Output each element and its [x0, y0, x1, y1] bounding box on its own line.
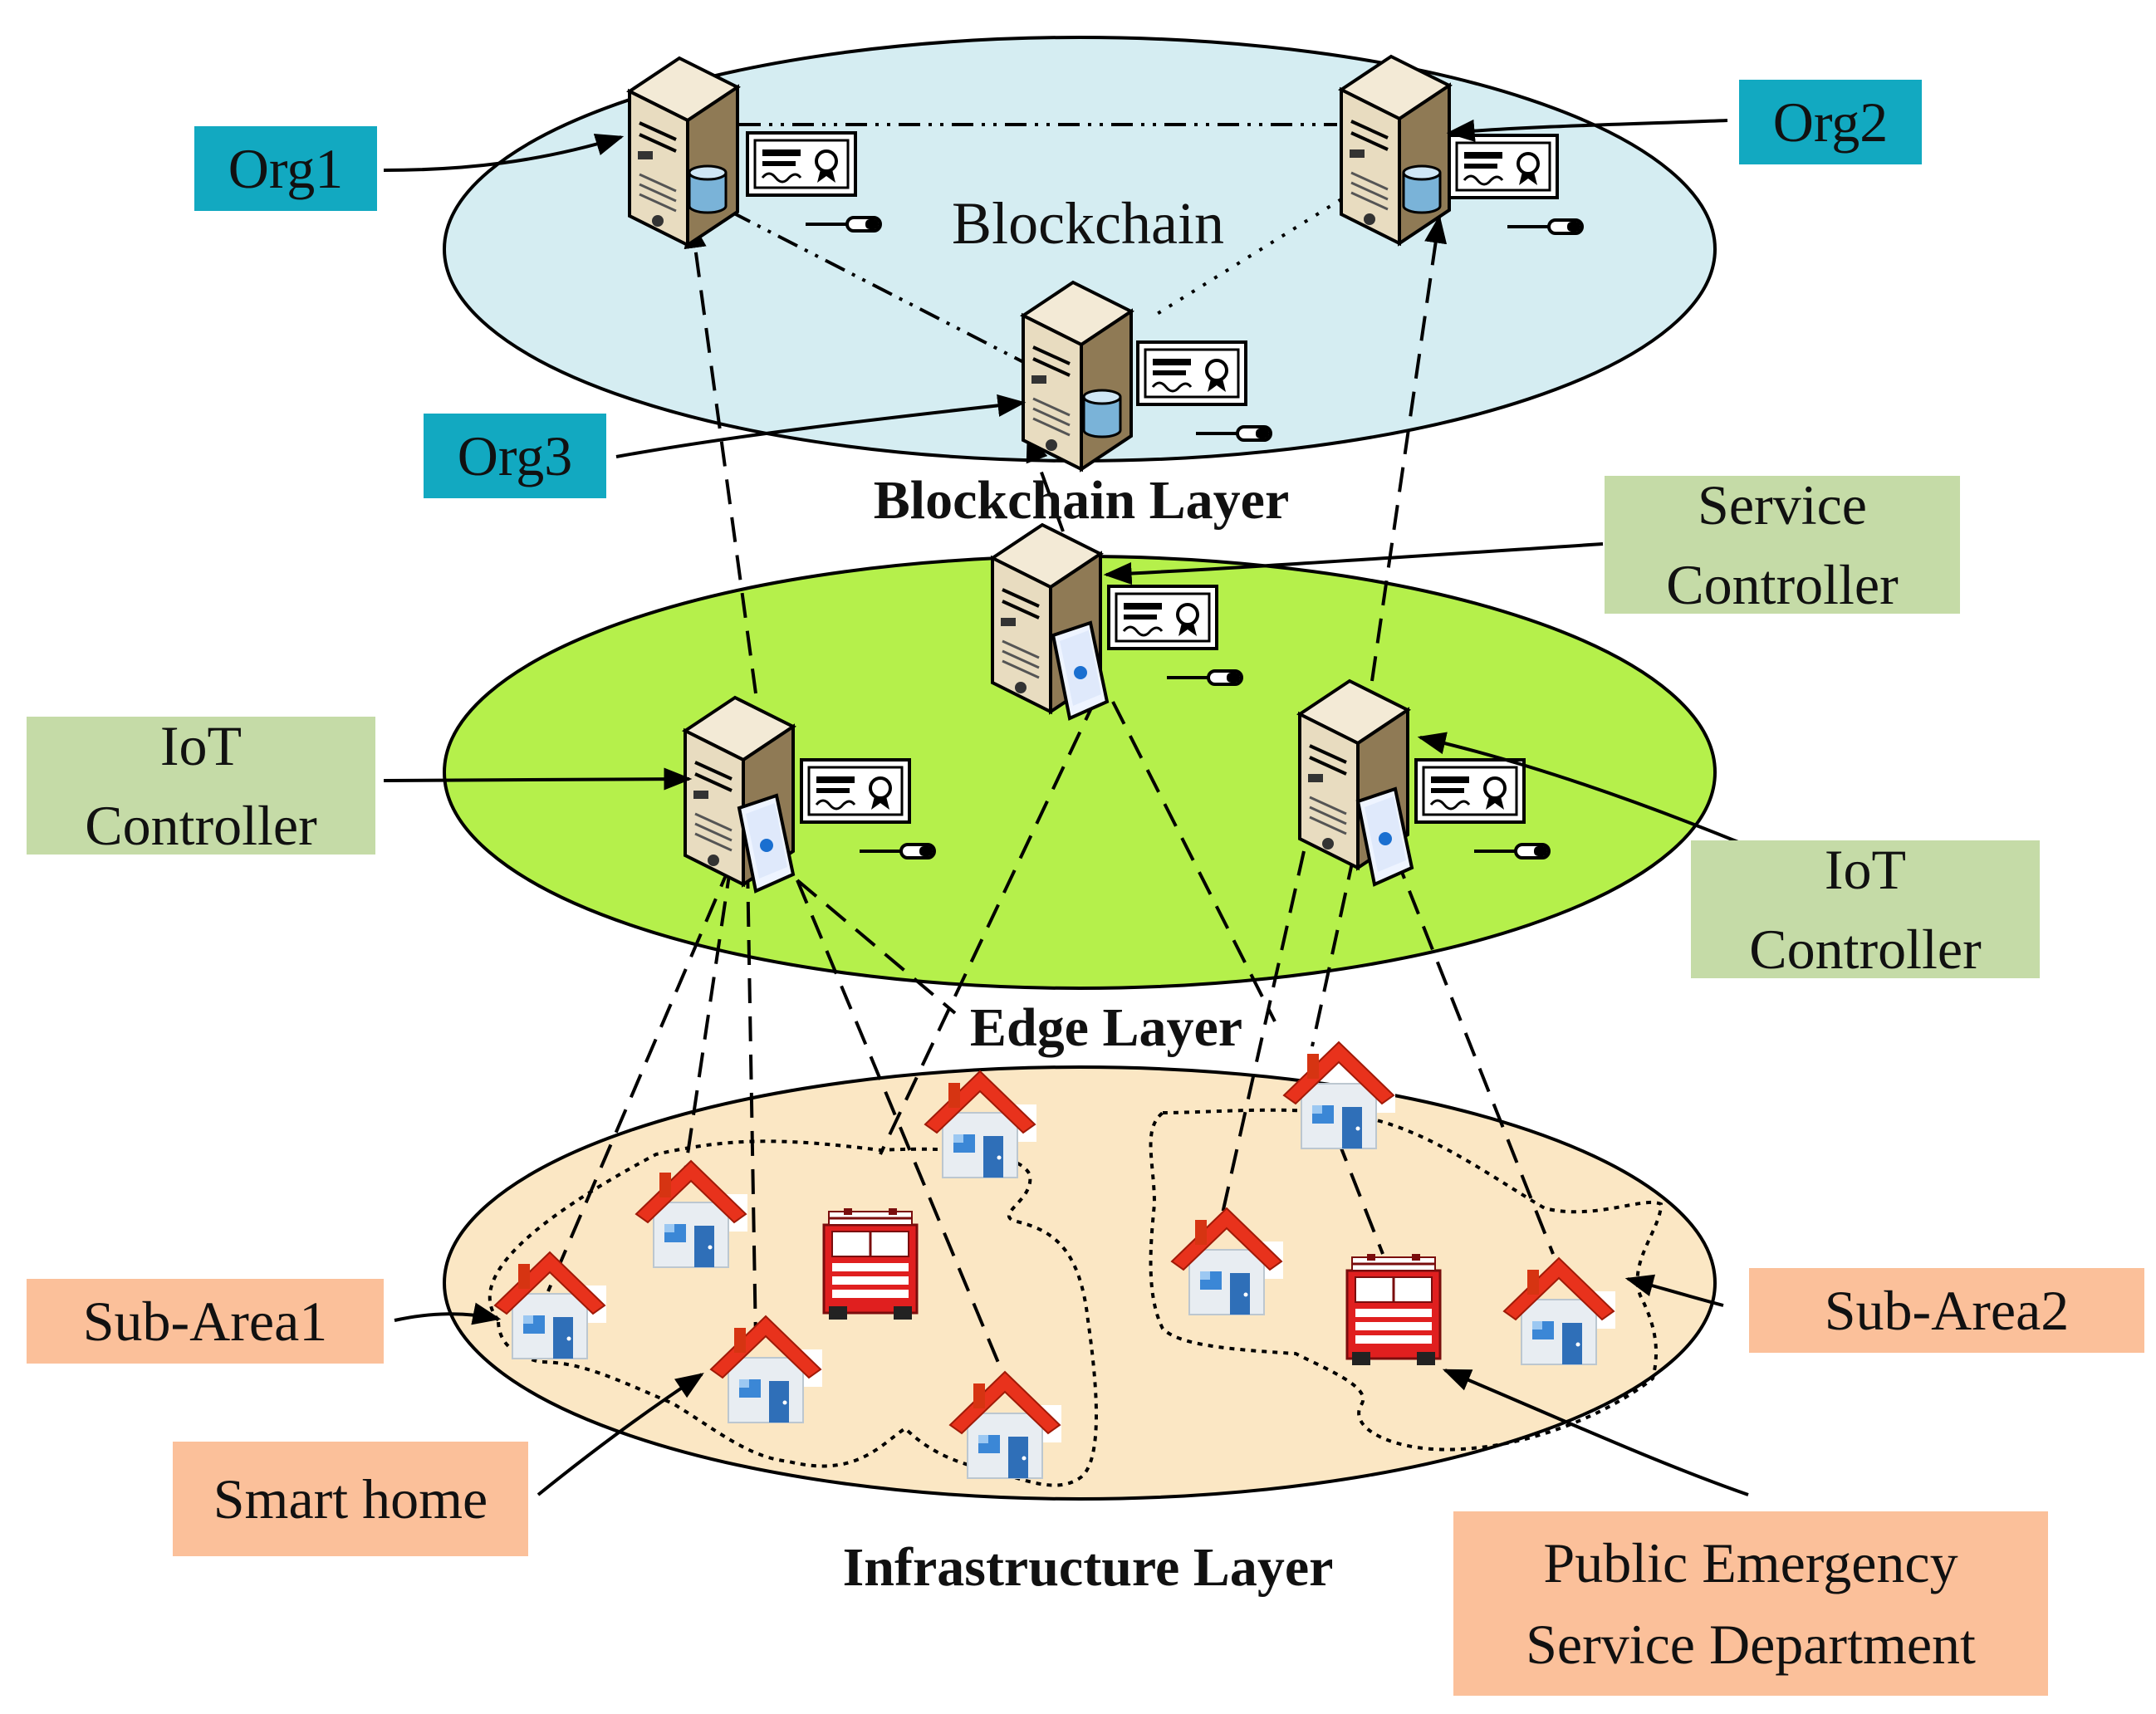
label-arrows	[383, 119, 1771, 1496]
org1-label: Org1	[194, 126, 377, 211]
link-iot-left-to-org1	[684, 219, 757, 694]
blockchain-layer-title: Blockchain Layer	[873, 470, 1290, 531]
smart-home-label: Smart home	[173, 1442, 528, 1556]
sub-area2-label: Sub-Area2	[1749, 1268, 2144, 1353]
edge-layer-title: Edge Layer	[969, 997, 1243, 1058]
infrastructure-layer-title: Infrastructure Layer	[842, 1537, 1334, 1598]
sub-area1-boundary	[488, 1139, 1098, 1487]
sub-area2-boundary	[1149, 1108, 1664, 1452]
org2-label: Org2	[1739, 80, 1922, 164]
org3-label: Org3	[424, 414, 606, 498]
sub-area1-label: Sub-Area1	[27, 1279, 384, 1364]
link-iot-right-to-org2	[1370, 214, 1448, 682]
edge-infra-links	[546, 697, 1555, 1379]
blockchain-label: Blockchain	[952, 190, 1224, 257]
blockchain-link-org1-org3	[730, 210, 1031, 367]
infrastructure-layer-ellipse	[443, 1065, 1717, 1501]
link-service-to-org3	[1026, 433, 1065, 532]
